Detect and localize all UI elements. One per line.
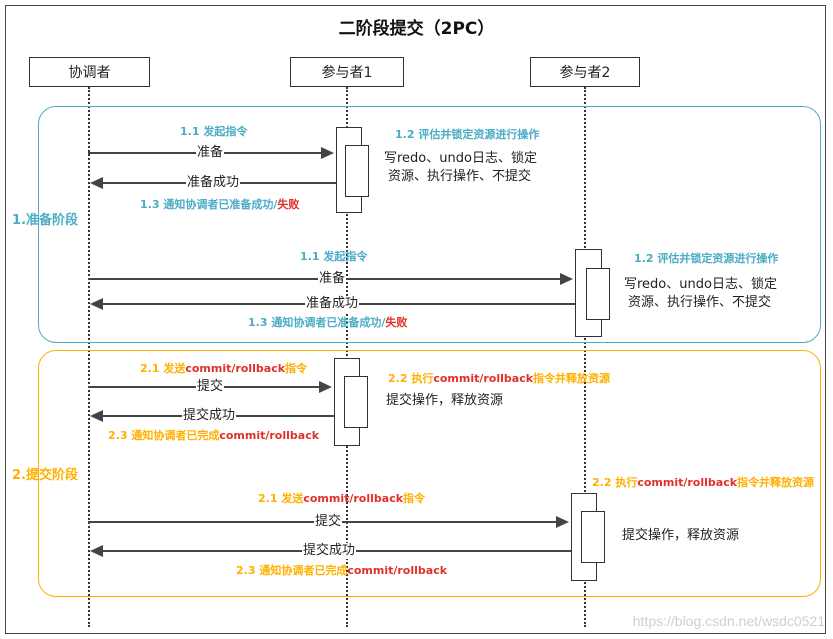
phase2-p1-notify-a: 2.3 通知协调者已完成	[108, 429, 220, 442]
phase2-p1-exec-b: commit/rollback	[433, 372, 534, 385]
phase1-p1-reply-label: 准备成功	[186, 175, 241, 191]
phase2-p2-desc: 提交操作，释放资源	[622, 528, 740, 543]
phase1-p2-reply-label: 准备成功	[305, 296, 360, 312]
phase1-box	[38, 106, 821, 343]
activation-p1-phase1-inner	[345, 145, 369, 197]
phase2-p2-exec-c: 指令并释放资源	[737, 476, 815, 489]
phase1-p2-desc-line1: 写redo、undo日志、锁定	[624, 277, 777, 292]
actor-participant1: 参与者1	[290, 57, 404, 87]
phase1-p2-notify-text: 1.3 通知协调者已准备成功/	[248, 316, 386, 329]
watermark: https://blog.csdn.net/wsdc0521	[632, 613, 825, 629]
phase2-p1-send-c: 指令	[285, 362, 308, 375]
activation-p2-phase2-inner	[581, 511, 605, 563]
phase1-p2-desc-line2: 资源、执行操作、不提交	[628, 295, 772, 310]
lifeline-participant1	[346, 87, 348, 627]
phase2-p2-commit-label: 提交	[314, 514, 343, 530]
phase1-p1-notify-note: 1.3 通知协调者已准备成功/失败	[140, 198, 299, 212]
phase2-box	[38, 350, 821, 597]
actor-participant2: 参与者2	[530, 57, 640, 87]
phase1-p1-desc-line2: 资源、执行操作、不提交	[388, 169, 532, 184]
diagram-title: 二阶段提交（2PC）	[338, 19, 495, 39]
actor-coordinator: 协调者	[29, 57, 150, 87]
phase2-p1-commit-label: 提交	[196, 379, 225, 395]
phase2-p2-notify-note: 2.3 通知协调者已完成commit/rollback	[236, 564, 447, 578]
phase1-p1-desc-line1: 写redo、undo日志、锁定	[384, 151, 537, 166]
phase2-p1-exec-note: 2.2 执行commit/rollback指令并释放资源	[388, 372, 610, 386]
phase1-label: 1.准备阶段	[12, 213, 78, 228]
phase2-p2-send-note: 2.1 发送commit/rollback指令	[258, 492, 425, 506]
phase2-p1-desc: 提交操作，释放资源	[386, 393, 504, 408]
phase2-p1-send-note: 2.1 发送commit/rollback指令	[140, 362, 307, 376]
phase2-p2-exec-b: commit/rollback	[637, 476, 738, 489]
phase2-p2-send-b: commit/rollback	[303, 492, 404, 505]
diagram-frame	[5, 5, 826, 634]
phase1-p2-prepare-label: 准备	[318, 271, 347, 287]
phase2-label: 2.提交阶段	[12, 468, 78, 483]
lifeline-participant2	[584, 87, 586, 627]
phase2-p1-exec-a: 2.2 执行	[388, 372, 434, 385]
phase2-p2-exec-a: 2.2 执行	[592, 476, 638, 489]
phase2-p2-notify-a: 2.3 通知协调者已完成	[236, 564, 348, 577]
phase1-p1-eval-note: 1.2 评估并锁定资源进行操作	[395, 128, 540, 141]
phase1-p1-send-note: 1.1 发起指令	[180, 125, 248, 138]
phase2-p1-notify-note: 2.3 通知协调者已完成commit/rollback	[108, 429, 319, 443]
phase2-p2-reply-label: 提交成功	[302, 543, 357, 559]
phase2-p2-send-a: 2.1 发送	[258, 492, 304, 505]
lifeline-coordinator	[88, 87, 90, 627]
phase2-p2-notify-b: commit/rollback	[347, 564, 448, 577]
phase1-p2-notify-note: 1.3 通知协调者已准备成功/失败	[248, 316, 407, 330]
phase1-p2-send-note: 1.1 发起指令	[300, 250, 368, 263]
phase2-p2-exec-note: 2.2 执行commit/rollback指令并释放资源	[592, 476, 814, 490]
phase1-p1-notify-fail: 失败	[277, 198, 300, 211]
phase1-p1-prepare-label: 准备	[196, 145, 225, 161]
activation-p2-phase1-inner	[586, 268, 610, 320]
phase2-p1-send-a: 2.1 发送	[140, 362, 186, 375]
phase2-p1-exec-c: 指令并释放资源	[533, 372, 611, 385]
phase2-p2-send-c: 指令	[403, 492, 426, 505]
phase1-p2-eval-note: 1.2 评估并锁定资源进行操作	[634, 252, 779, 265]
phase2-p1-notify-b: commit/rollback	[219, 429, 320, 442]
phase1-p2-notify-fail: 失败	[385, 316, 408, 329]
activation-p1-phase2-inner	[344, 376, 368, 428]
phase1-p1-notify-text: 1.3 通知协调者已准备成功/	[140, 198, 278, 211]
phase2-p1-send-b: commit/rollback	[185, 362, 286, 375]
phase2-p1-reply-label: 提交成功	[182, 408, 237, 424]
